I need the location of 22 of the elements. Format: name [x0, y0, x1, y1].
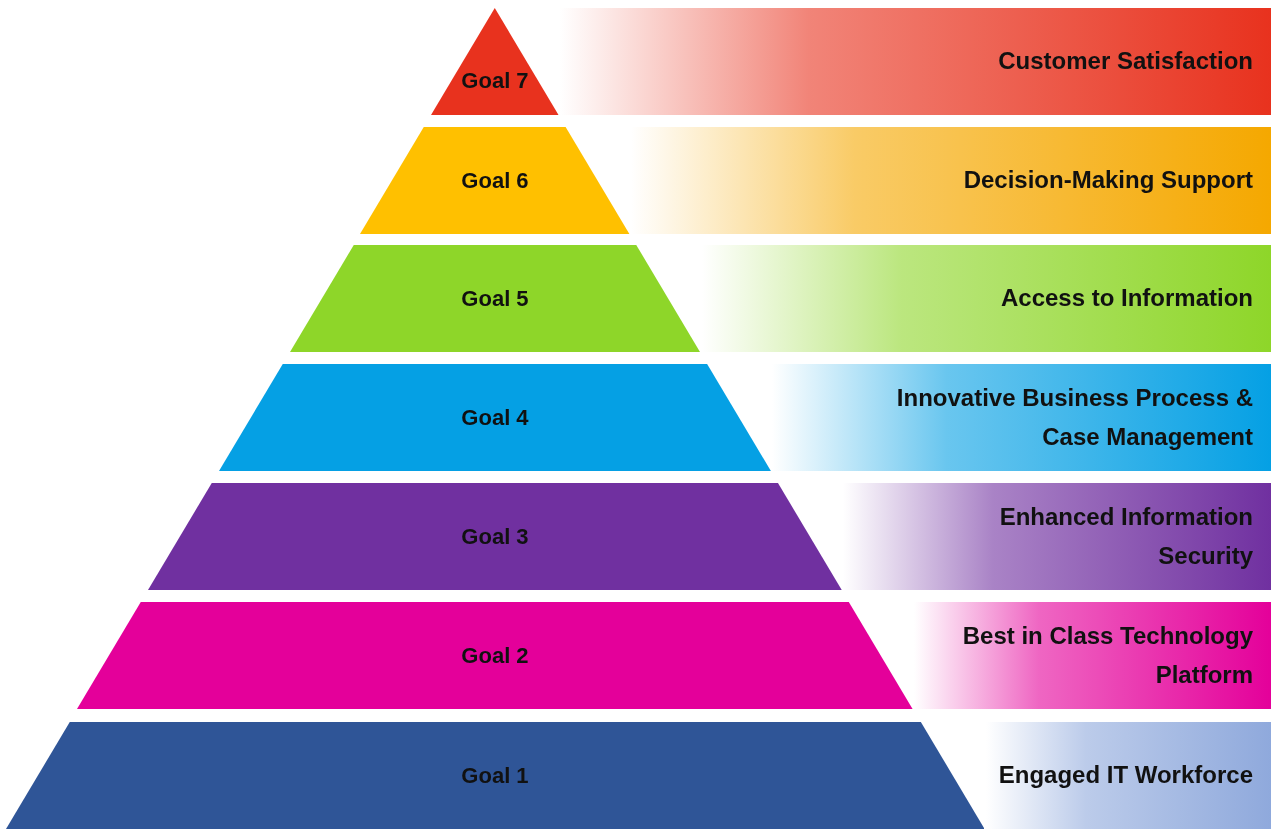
goal-title: Best in Class Technology Platform	[961, 621, 1253, 690]
goal-title: Enhanced Information Security	[998, 502, 1253, 571]
pyramid-tier	[77, 602, 913, 709]
goal-label: Goal 3	[460, 523, 530, 550]
goal-title: Access to Information	[1000, 283, 1253, 314]
pyramid-tier	[360, 127, 630, 234]
goal-title: Customer Satisfaction	[998, 46, 1253, 77]
goal-label: Goal 1	[460, 762, 530, 789]
goal-title: Decision-Making Support	[963, 165, 1253, 196]
goal-label: Goal 7	[460, 67, 530, 94]
goal-label: Goal 5	[460, 285, 530, 312]
goal-label: Goal 4	[460, 404, 530, 431]
pyramid-apex	[431, 8, 559, 115]
goal-title: Engaged IT Workforce	[998, 760, 1253, 791]
pyramid-tier	[5, 722, 985, 829]
goal-label: Goal 2	[460, 642, 530, 669]
pyramid-tier	[219, 364, 771, 471]
goal-title: Innovative Business Process & Case Management	[895, 383, 1253, 452]
pyramid-tier	[148, 483, 842, 590]
goal-label: Goal 6	[460, 167, 530, 194]
goal-band	[914, 602, 1271, 709]
pyramid-tier	[289, 245, 700, 352]
